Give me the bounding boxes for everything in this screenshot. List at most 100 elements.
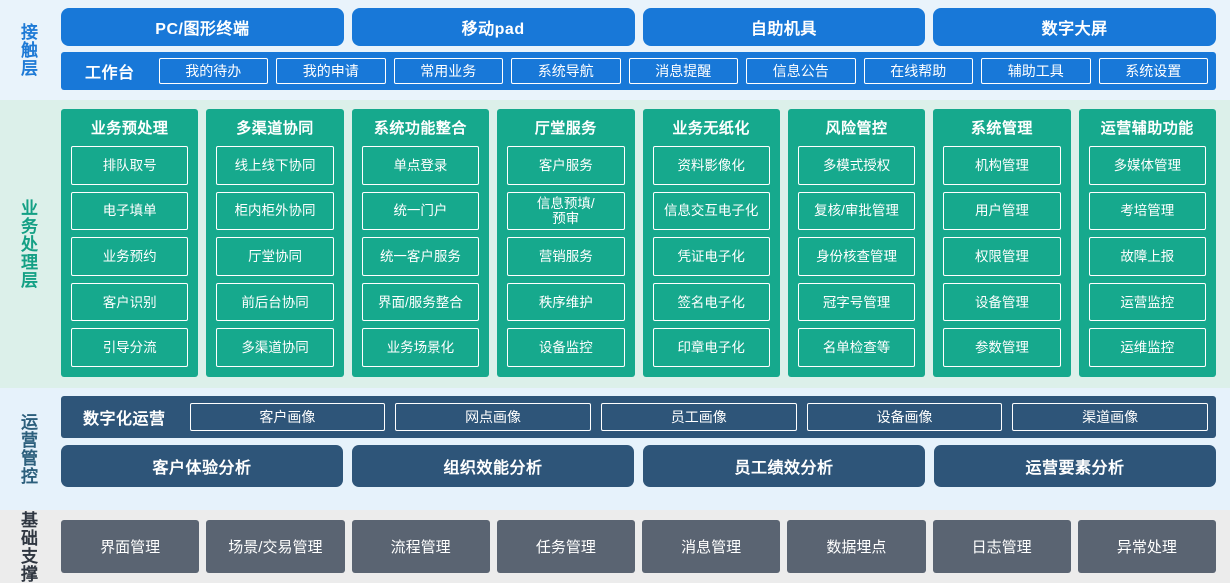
cell-multimedia-mgmt[interactable]: 多媒体管理 [1088,146,1206,185]
workbench-item-announcement[interactable]: 信息公告 [746,58,856,84]
cell-guide-diversion[interactable]: 引导分流 [71,328,189,367]
business-column-multichannel: 多渠道协同 线上线下协同 柜内柜外协同 厅堂协同 前后台协同 多渠道协同 [206,109,344,377]
cell-parameter-mgmt[interactable]: 参数管理 [943,328,1061,367]
analysis-employee-performance[interactable]: 员工绩效分析 [643,445,925,487]
cell-maintenance-monitor[interactable]: 运维监控 [1088,328,1206,367]
cell-hall-sync[interactable]: 厅堂协同 [216,237,334,276]
cell-customer-service[interactable]: 客户服务 [507,146,625,185]
channel-self-service[interactable]: 自助机具 [642,8,926,46]
cell-business-scenario[interactable]: 业务场景化 [361,328,480,367]
cell-serial-number-mgmt[interactable]: 冠字号管理 [797,282,916,322]
cell-identity-check[interactable]: 身份核查管理 [797,237,916,276]
portrait-employee[interactable]: 员工画像 [600,403,797,431]
digital-operations-row: 数字化运营 客户画像 网点画像 员工画像 设备画像 渠道画像 [61,396,1216,438]
cell-info-exchange-e[interactable]: 信息交互电子化 [652,191,770,231]
column-title: 风险管控 [825,120,888,137]
layer-business: 业务处理层 业务预处理 排队取号 电子填单 业务预约 客户识别 引导分流 多渠道… [0,100,1230,388]
foundation-task-mgmt[interactable]: 任务管理 [496,520,635,573]
analysis-row: 客户体验分析 组织效能分析 员工绩效分析 运营要素分析 [61,445,1216,487]
channel-pc[interactable]: PC/图形终端 [61,8,344,46]
foundation-data-tracking[interactable]: 数据埋点 [787,520,926,573]
channel-mobile-pad[interactable]: 移动pad [351,8,635,46]
workbench-item-online-help[interactable]: 在线帮助 [863,58,974,84]
cell-seal-e[interactable]: 印章电子化 [652,328,770,367]
cell-counter-sync[interactable]: 柜内柜外协同 [216,191,334,231]
layer-business-body: 业务预处理 排队取号 电子填单 业务预约 客户识别 引导分流 多渠道协同 线上线… [55,100,1230,388]
layer-touch-body: PC/图形终端 移动pad 自助机具 数字大屏 工作台 我的待办 我的申请 常用… [55,0,1230,100]
cell-org-mgmt[interactable]: 机构管理 [943,146,1061,185]
workbench-item-message-alert[interactable]: 消息提醒 [628,58,739,84]
cell-unified-portal[interactable]: 统一门户 [361,191,480,231]
digital-operations-title: 数字化运营 [83,411,166,428]
foundation-process-mgmt[interactable]: 流程管理 [351,520,490,573]
cell-device-monitor[interactable]: 设备监控 [507,328,625,367]
cell-order-maintenance[interactable]: 秩序维护 [507,282,625,322]
foundation-message-mgmt[interactable]: 消息管理 [642,520,781,573]
cell-single-sign-on[interactable]: 单点登录 [361,146,480,185]
business-column-paperless: 业务无纸化 资料影像化 信息交互电子化 凭证电子化 签名电子化 印章电子化 [642,109,780,377]
layer-operations: 运营管控 数字化运营 客户画像 网点画像 员工画像 设备画像 渠道画像 客户体验… [0,388,1230,510]
business-columns: 业务预处理 排队取号 电子填单 业务预约 客户识别 引导分流 多渠道协同 线上线… [61,109,1216,377]
cell-ui-service-integration[interactable]: 界面/服务整合 [361,282,480,322]
cell-front-back-sync[interactable]: 前后台协同 [216,282,334,322]
foundation-ui-mgmt[interactable]: 界面管理 [61,520,200,573]
portrait-device[interactable]: 设备画像 [806,403,1003,431]
cell-device-mgmt[interactable]: 设备管理 [943,282,1061,322]
layer-label-touch: 接触层 [18,23,38,77]
foundation-log-mgmt[interactable]: 日志管理 [932,520,1071,573]
cell-signature-e[interactable]: 签名电子化 [652,282,770,322]
cell-multichannel-sync[interactable]: 多渠道协同 [216,328,334,367]
portrait-branch[interactable]: 网点画像 [395,403,591,431]
cell-voucher-e[interactable]: 凭证电子化 [652,237,770,276]
portrait-channel[interactable]: 渠道画像 [1012,403,1209,431]
column-title: 系统功能整合 [373,120,467,137]
workbench-item-system-nav[interactable]: 系统导航 [511,58,621,84]
layer-label-foundation: 基础支撑 [18,510,38,583]
channel-digital-screen[interactable]: 数字大屏 [933,8,1216,46]
workbench-item-my-todo[interactable]: 我的待办 [158,58,269,84]
column-title: 厅堂服务 [534,120,597,137]
layer-foundation-body: 界面管理 场景/交易管理 流程管理 任务管理 消息管理 数据埋点 日志管理 异常… [55,510,1230,583]
workbench-item-my-application[interactable]: 我的申请 [276,58,386,84]
channel-row: PC/图形终端 移动pad 自助机具 数字大屏 [61,8,1216,46]
workbench-item-common-business[interactable]: 常用业务 [393,58,504,84]
cell-unified-cust-service[interactable]: 统一客户服务 [361,237,480,276]
foundation-scenario-txn-mgmt[interactable]: 场景/交易管理 [206,520,345,573]
layer-operations-body: 数字化运营 客户画像 网点画像 员工画像 设备画像 渠道画像 客户体验分析 组织… [55,388,1230,510]
analysis-ops-factors[interactable]: 运营要素分析 [934,445,1216,487]
analysis-org-efficiency[interactable]: 组织效能分析 [352,445,634,487]
cell-prefill-prereview[interactable]: 信息预填/ 预审 [507,191,625,231]
column-title: 业务无纸化 [672,120,750,137]
foundation-row: 界面管理 场景/交易管理 流程管理 任务管理 消息管理 数据埋点 日志管理 异常… [61,520,1216,573]
cell-training-mgmt[interactable]: 考培管理 [1088,191,1206,231]
cell-e-form[interactable]: 电子填单 [71,191,189,231]
cell-review-approval[interactable]: 复核/审批管理 [797,191,916,231]
column-title: 系统管理 [970,120,1033,137]
cell-document-imaging[interactable]: 资料影像化 [652,146,770,185]
cell-user-mgmt[interactable]: 用户管理 [943,191,1061,231]
cell-customer-id[interactable]: 客户识别 [71,282,189,322]
cell-online-offline-sync[interactable]: 线上线下协同 [216,146,334,185]
workbench-item-aux-tools[interactable]: 辅助工具 [981,58,1091,84]
business-column-ops-aux: 运营辅助功能 多媒体管理 考培管理 故障上报 运营监控 运维监控 [1078,109,1216,377]
workbench-row: 工作台 我的待办 我的申请 常用业务 系统导航 消息提醒 信息公告 在线帮助 辅… [61,52,1216,90]
cell-list-check[interactable]: 名单检查等 [797,328,916,367]
layer-label-business: 业务处理层 [18,199,38,289]
layer-touch: 接触层 PC/图形终端 移动pad 自助机具 数字大屏 工作台 我的待办 我的申… [0,0,1230,100]
portrait-customer[interactable]: 客户画像 [189,403,386,431]
cell-queue-number[interactable]: 排队取号 [71,146,189,185]
cell-permission-mgmt[interactable]: 权限管理 [943,237,1061,276]
business-column-system-integration: 系统功能整合 单点登录 统一门户 统一客户服务 界面/服务整合 业务场景化 [351,109,490,377]
cell-marketing-service[interactable]: 营销服务 [507,237,625,276]
foundation-exception-handling[interactable]: 异常处理 [1077,520,1216,573]
cell-ops-monitor[interactable]: 运营监控 [1088,282,1206,322]
workbench-item-system-settings[interactable]: 系统设置 [1098,58,1209,84]
column-title: 运营辅助功能 [1100,120,1194,137]
business-column-risk-control: 风险管控 多模式授权 复核/审批管理 身份核查管理 冠字号管理 名单检查等 [787,109,926,377]
analysis-customer-experience[interactable]: 客户体验分析 [61,445,343,487]
cell-fault-report[interactable]: 故障上报 [1088,237,1206,276]
business-column-preprocess: 业务预处理 排队取号 电子填单 业务预约 客户识别 引导分流 [61,109,199,377]
cell-multi-mode-auth[interactable]: 多模式授权 [797,146,916,185]
cell-appointment[interactable]: 业务预约 [71,237,189,276]
